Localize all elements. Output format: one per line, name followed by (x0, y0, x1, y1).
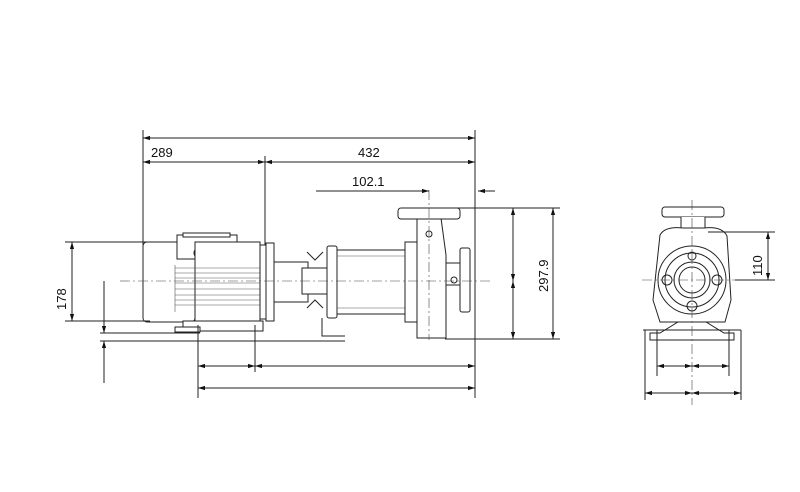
front-view-dimensions: 110 (644, 231, 775, 400)
pump-stack (336, 207, 471, 339)
dim-432: 432 (358, 145, 380, 160)
dim-110: 110 (750, 255, 765, 276)
front-view (642, 200, 745, 405)
dim-297-9: 297.9 (536, 259, 551, 292)
dim-178: 178 (54, 288, 69, 310)
motor (142, 232, 275, 333)
dim-102-1: 102.1 (352, 174, 385, 189)
dimensions: 289 432 102.1 178 297.9 (54, 130, 560, 398)
dim-289: 289 (151, 145, 173, 160)
coupling (273, 245, 345, 337)
side-view (120, 190, 490, 340)
